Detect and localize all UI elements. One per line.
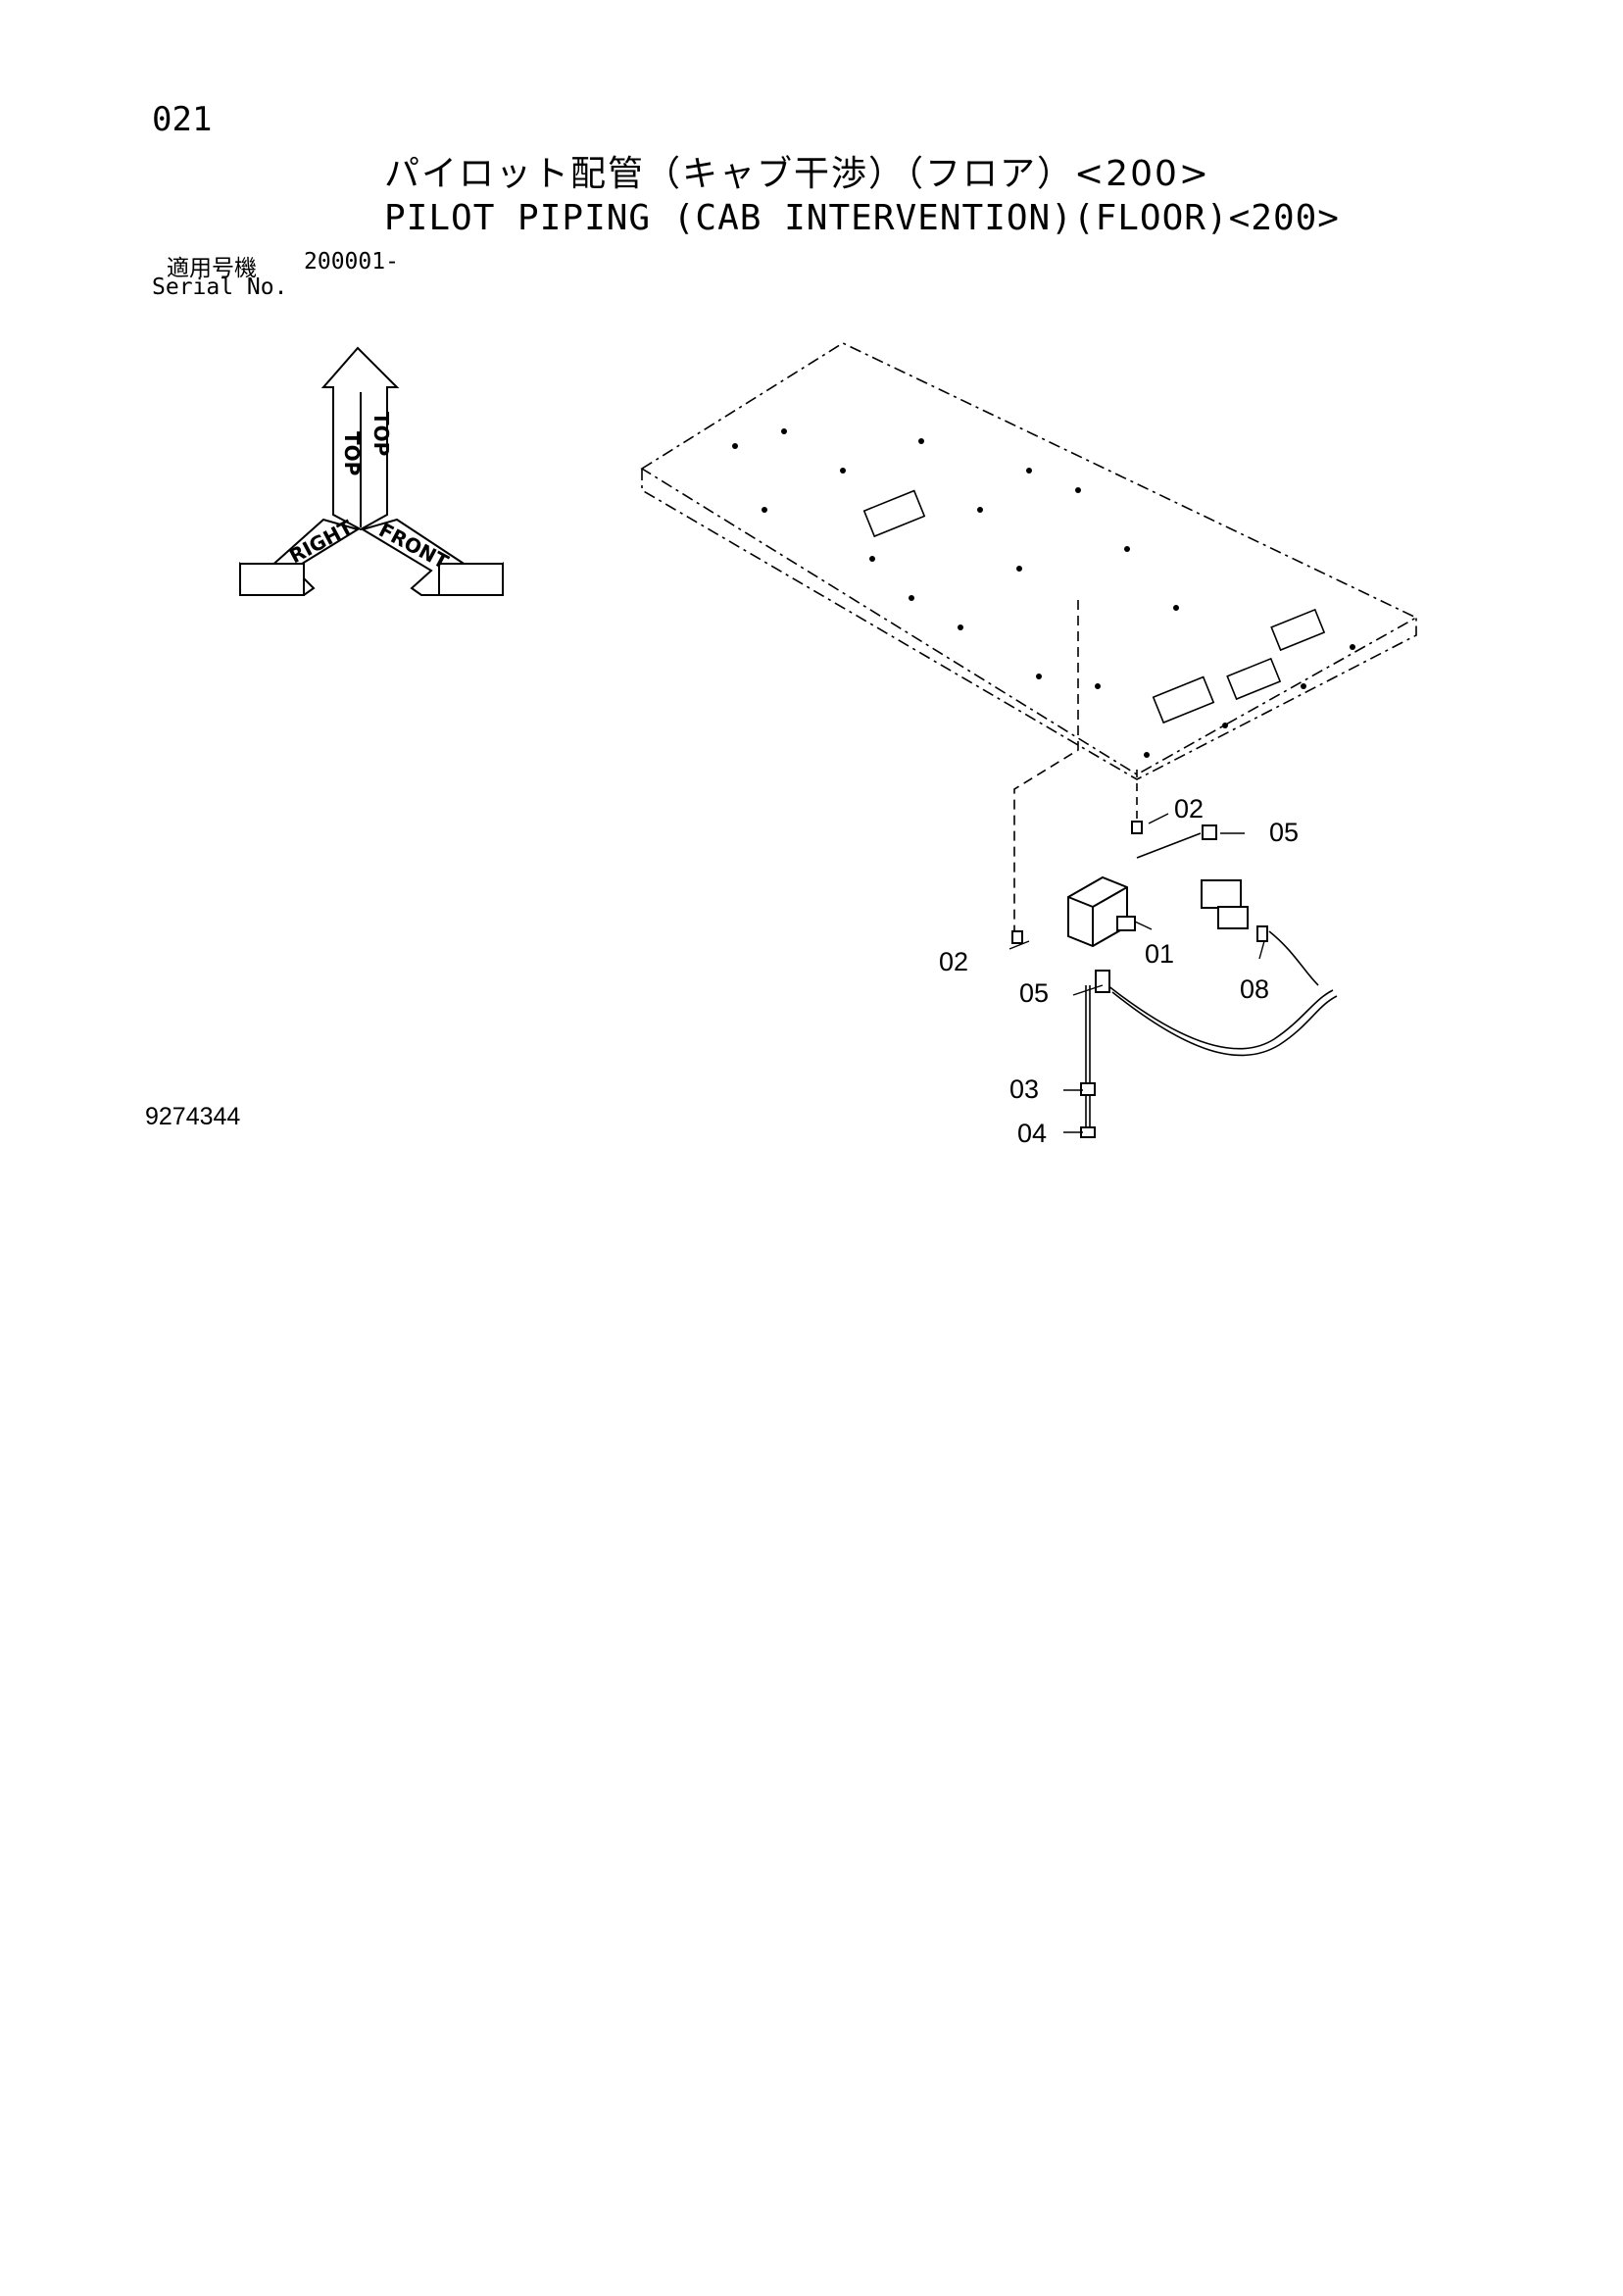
drawing-number: 9274344: [145, 1103, 241, 1130]
serial-label-english: Serial No.: [152, 275, 288, 300]
part-label-08: 08: [1240, 974, 1269, 1004]
part-label-05-lower: 05: [1019, 978, 1049, 1008]
page-number: 021: [152, 100, 213, 139]
floor-plate: [640, 342, 1418, 780]
valve-block-icon: [1067, 875, 1128, 948]
axis-label-top: TOP: [340, 431, 364, 475]
orientation-indicator: TOP TOP RIGHT FRONT: [239, 346, 504, 596]
part-label-04: 04: [1017, 1119, 1047, 1148]
part-label-02-right: 02: [1174, 794, 1204, 824]
axis-label-top-mirror: TOP: [369, 412, 393, 456]
title-english: PILOT PIPING (CAB INTERVENTION)(FLOOR)<2…: [384, 198, 1340, 238]
part-label-05-upper: 05: [1269, 818, 1299, 847]
serial-value: 200001-: [304, 249, 399, 275]
title-japanese: パイロット配管（キャブ干渉）（フロア）<200>: [384, 154, 1211, 194]
bracket-icon: [1201, 879, 1242, 909]
axis-label-front: FRONT: [375, 518, 453, 574]
part-label-01: 01: [1145, 939, 1174, 969]
part-label-03: 03: [1009, 1074, 1039, 1104]
part-label-02-left: 02: [939, 947, 968, 976]
serial-label-japanese: 適用号機: [167, 256, 257, 281]
